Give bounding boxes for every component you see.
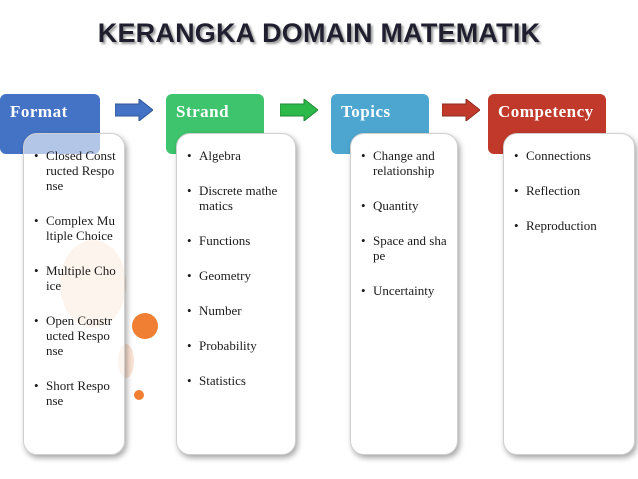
list-item: •Algebra <box>187 148 241 163</box>
bullet-icon: • <box>187 268 192 283</box>
bullet-icon: • <box>187 373 192 388</box>
column-card-topics: •Change and relationship •Quantity •Spac… <box>350 133 458 455</box>
bullet-icon: • <box>361 283 366 298</box>
bullet-icon: • <box>361 148 366 163</box>
page-title: KERANGKA DOMAIN MATEMATIK <box>97 18 541 48</box>
column-header-label: Strand <box>176 102 230 121</box>
list-item: •Open Constructed Response <box>34 313 113 358</box>
list-item: •Complex Multiple Choice <box>34 213 115 243</box>
bullet-icon: • <box>34 378 39 393</box>
list-item: •Geometry <box>187 268 251 283</box>
column-card-competency: •Connections •Reflection •Reproduction <box>503 133 635 455</box>
bullet-icon: • <box>187 148 192 163</box>
bullet-icon: • <box>34 313 39 328</box>
list-item: •Functions <box>187 233 251 248</box>
column-header-label: Topics <box>341 102 391 121</box>
column-card-strand: •Algebra •Discrete mathematics •Function… <box>176 133 296 455</box>
arrow-right-icon <box>442 99 480 121</box>
column-header-label: Competency <box>498 102 594 121</box>
list-item: •Change and relationship <box>361 148 435 178</box>
bullet-icon: • <box>34 148 39 163</box>
list-item: •Discrete mathematics <box>187 183 278 213</box>
arrow-right-icon <box>115 99 153 121</box>
list-item: •Quantity <box>361 198 419 213</box>
list-item: •Space and shape <box>361 233 447 263</box>
bullet-icon: • <box>514 183 519 198</box>
bullet-icon: • <box>514 218 519 233</box>
bullet-icon: • <box>187 338 192 353</box>
bullet-icon: • <box>187 303 192 318</box>
bullet-icon: • <box>187 183 192 198</box>
bullet-icon: • <box>34 263 39 278</box>
list-item: •Statistics <box>187 373 246 388</box>
bullet-icon: • <box>34 213 39 228</box>
list-item: •Number <box>187 303 242 318</box>
decorative-circle-tiny <box>134 390 144 400</box>
arrow-right-icon <box>280 99 318 121</box>
list-item: •Closed Constructed Response <box>34 148 116 193</box>
bullet-icon: • <box>361 198 366 213</box>
bullet-icon: • <box>514 148 519 163</box>
list-item: •Reflection <box>514 183 581 198</box>
list-item: •Connections <box>514 148 591 163</box>
column-header-label: Format <box>10 102 68 121</box>
bullet-icon: • <box>187 233 192 248</box>
list-item: •Probability <box>187 338 257 353</box>
list-item: •Uncertainty <box>361 283 435 298</box>
list-item: •Reproduction <box>514 218 597 233</box>
decorative-circle-medium <box>132 313 158 339</box>
bullet-icon: • <box>361 233 366 248</box>
list-item: •Short Response <box>34 378 110 408</box>
list-item: •Multiple Choice <box>34 263 116 293</box>
column-card-format: •Closed Constructed Response •Complex Mu… <box>23 133 125 455</box>
